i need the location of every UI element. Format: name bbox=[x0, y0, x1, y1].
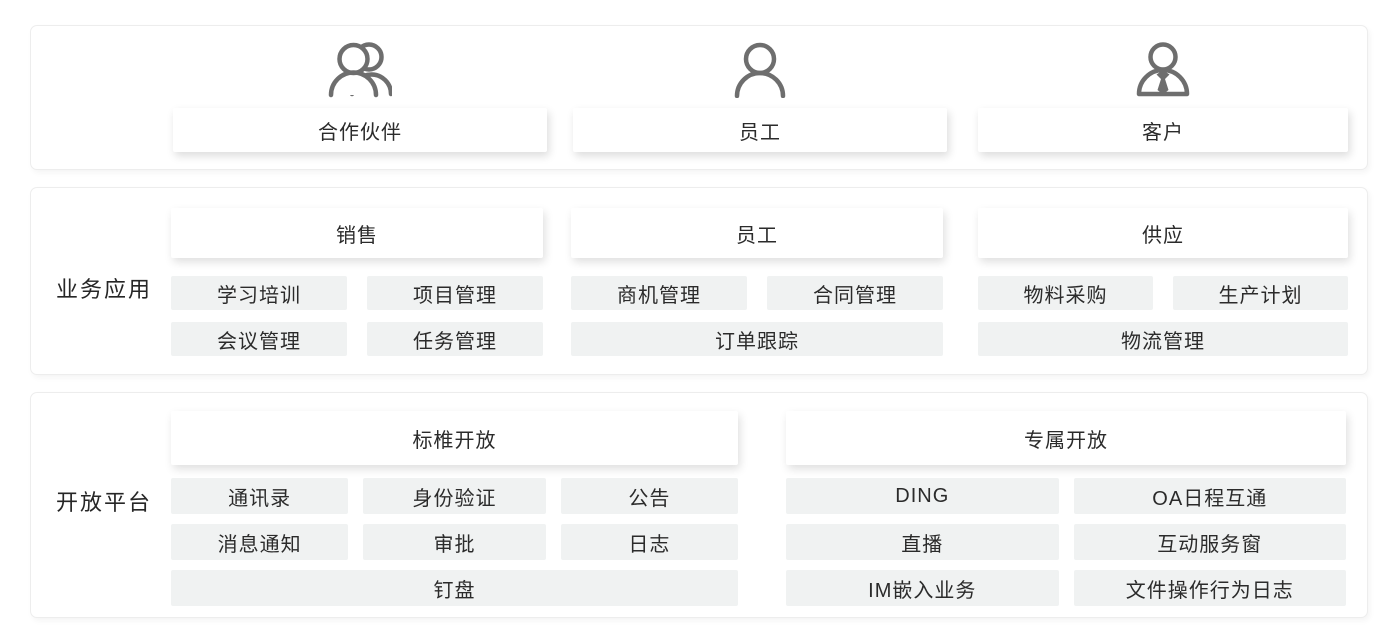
platform-item: 审批 bbox=[363, 524, 546, 560]
section-label-business: 业务应用 bbox=[56, 277, 153, 302]
app-item: 会议管理 bbox=[171, 322, 347, 356]
group-items: 商机管理 合同管理 订单跟踪 bbox=[571, 276, 943, 356]
partners-icon bbox=[328, 38, 392, 98]
persona-employee: 员工 bbox=[573, 26, 947, 169]
persona-label: 合作伙伴 bbox=[173, 108, 547, 152]
persona-label: 客户 bbox=[978, 108, 1348, 152]
platform-item: 互动服务窗 bbox=[1073, 524, 1346, 560]
platform-item: 文件操作行为日志 bbox=[1073, 570, 1346, 606]
group-header: 专属开放 bbox=[786, 411, 1346, 465]
group-header: 员工 bbox=[571, 208, 943, 258]
platform-item: 消息通知 bbox=[171, 524, 349, 560]
employee-icon bbox=[733, 38, 787, 98]
persona-label: 员工 bbox=[573, 108, 947, 152]
open-platform-panel: 开放平台 标椎开放 通讯录 身份验证 公告 消息通知 审批 日志 钉盘 专属开放… bbox=[30, 392, 1368, 618]
group-sales: 销售 学习培训 项目管理 会议管理 任务管理 bbox=[171, 208, 543, 356]
customer-icon bbox=[1135, 38, 1191, 98]
persona-customer: 客户 bbox=[978, 26, 1348, 169]
platform-item: 日志 bbox=[560, 524, 738, 560]
group-exclusive-open: 专属开放 DING OA日程互通 直播 互动服务窗 IM嵌入业务 文件操作行为日… bbox=[786, 411, 1346, 606]
group-header: 供应 bbox=[978, 208, 1348, 258]
platform-item: 钉盘 bbox=[171, 570, 738, 606]
group-employee-apps: 员工 商机管理 合同管理 订单跟踪 bbox=[571, 208, 943, 356]
user-layer-panel: 合作伙伴 员工 客户 bbox=[30, 25, 1368, 170]
section-label-platform: 开放平台 bbox=[56, 490, 153, 515]
platform-item: 身份验证 bbox=[363, 478, 546, 514]
platform-item: IM嵌入业务 bbox=[786, 570, 1059, 606]
group-supply: 供应 物料采购 生产计划 物流管理 bbox=[978, 208, 1348, 356]
platform-item: 通讯录 bbox=[171, 478, 349, 514]
app-item: 物料采购 bbox=[978, 276, 1153, 310]
group-items: 学习培训 项目管理 会议管理 任务管理 bbox=[171, 276, 543, 356]
app-item: 订单跟踪 bbox=[571, 322, 943, 356]
app-item: 生产计划 bbox=[1173, 276, 1348, 310]
platform-item: OA日程互通 bbox=[1073, 478, 1346, 514]
group-header: 标椎开放 bbox=[171, 411, 738, 465]
app-item: 任务管理 bbox=[367, 322, 543, 356]
group-standard-open: 标椎开放 通讯录 身份验证 公告 消息通知 审批 日志 钉盘 bbox=[171, 411, 738, 606]
group-header: 销售 bbox=[171, 208, 543, 258]
platform-item: DING bbox=[786, 478, 1059, 514]
business-apps-panel: 业务应用 销售 学习培训 项目管理 会议管理 任务管理 员工 商机管理 合同管理… bbox=[30, 187, 1368, 375]
platform-item: 直播 bbox=[786, 524, 1059, 560]
group-items: DING OA日程互通 直播 互动服务窗 IM嵌入业务 文件操作行为日志 bbox=[786, 478, 1346, 606]
app-item: 物流管理 bbox=[978, 322, 1348, 356]
persona-partners: 合作伙伴 bbox=[173, 26, 547, 169]
group-items: 物料采购 生产计划 物流管理 bbox=[978, 276, 1348, 356]
group-items: 通讯录 身份验证 公告 消息通知 审批 日志 钉盘 bbox=[171, 478, 738, 606]
app-item: 合同管理 bbox=[767, 276, 943, 310]
platform-item: 公告 bbox=[560, 478, 738, 514]
app-item: 学习培训 bbox=[171, 276, 347, 310]
app-item: 项目管理 bbox=[367, 276, 543, 310]
app-item: 商机管理 bbox=[571, 276, 747, 310]
